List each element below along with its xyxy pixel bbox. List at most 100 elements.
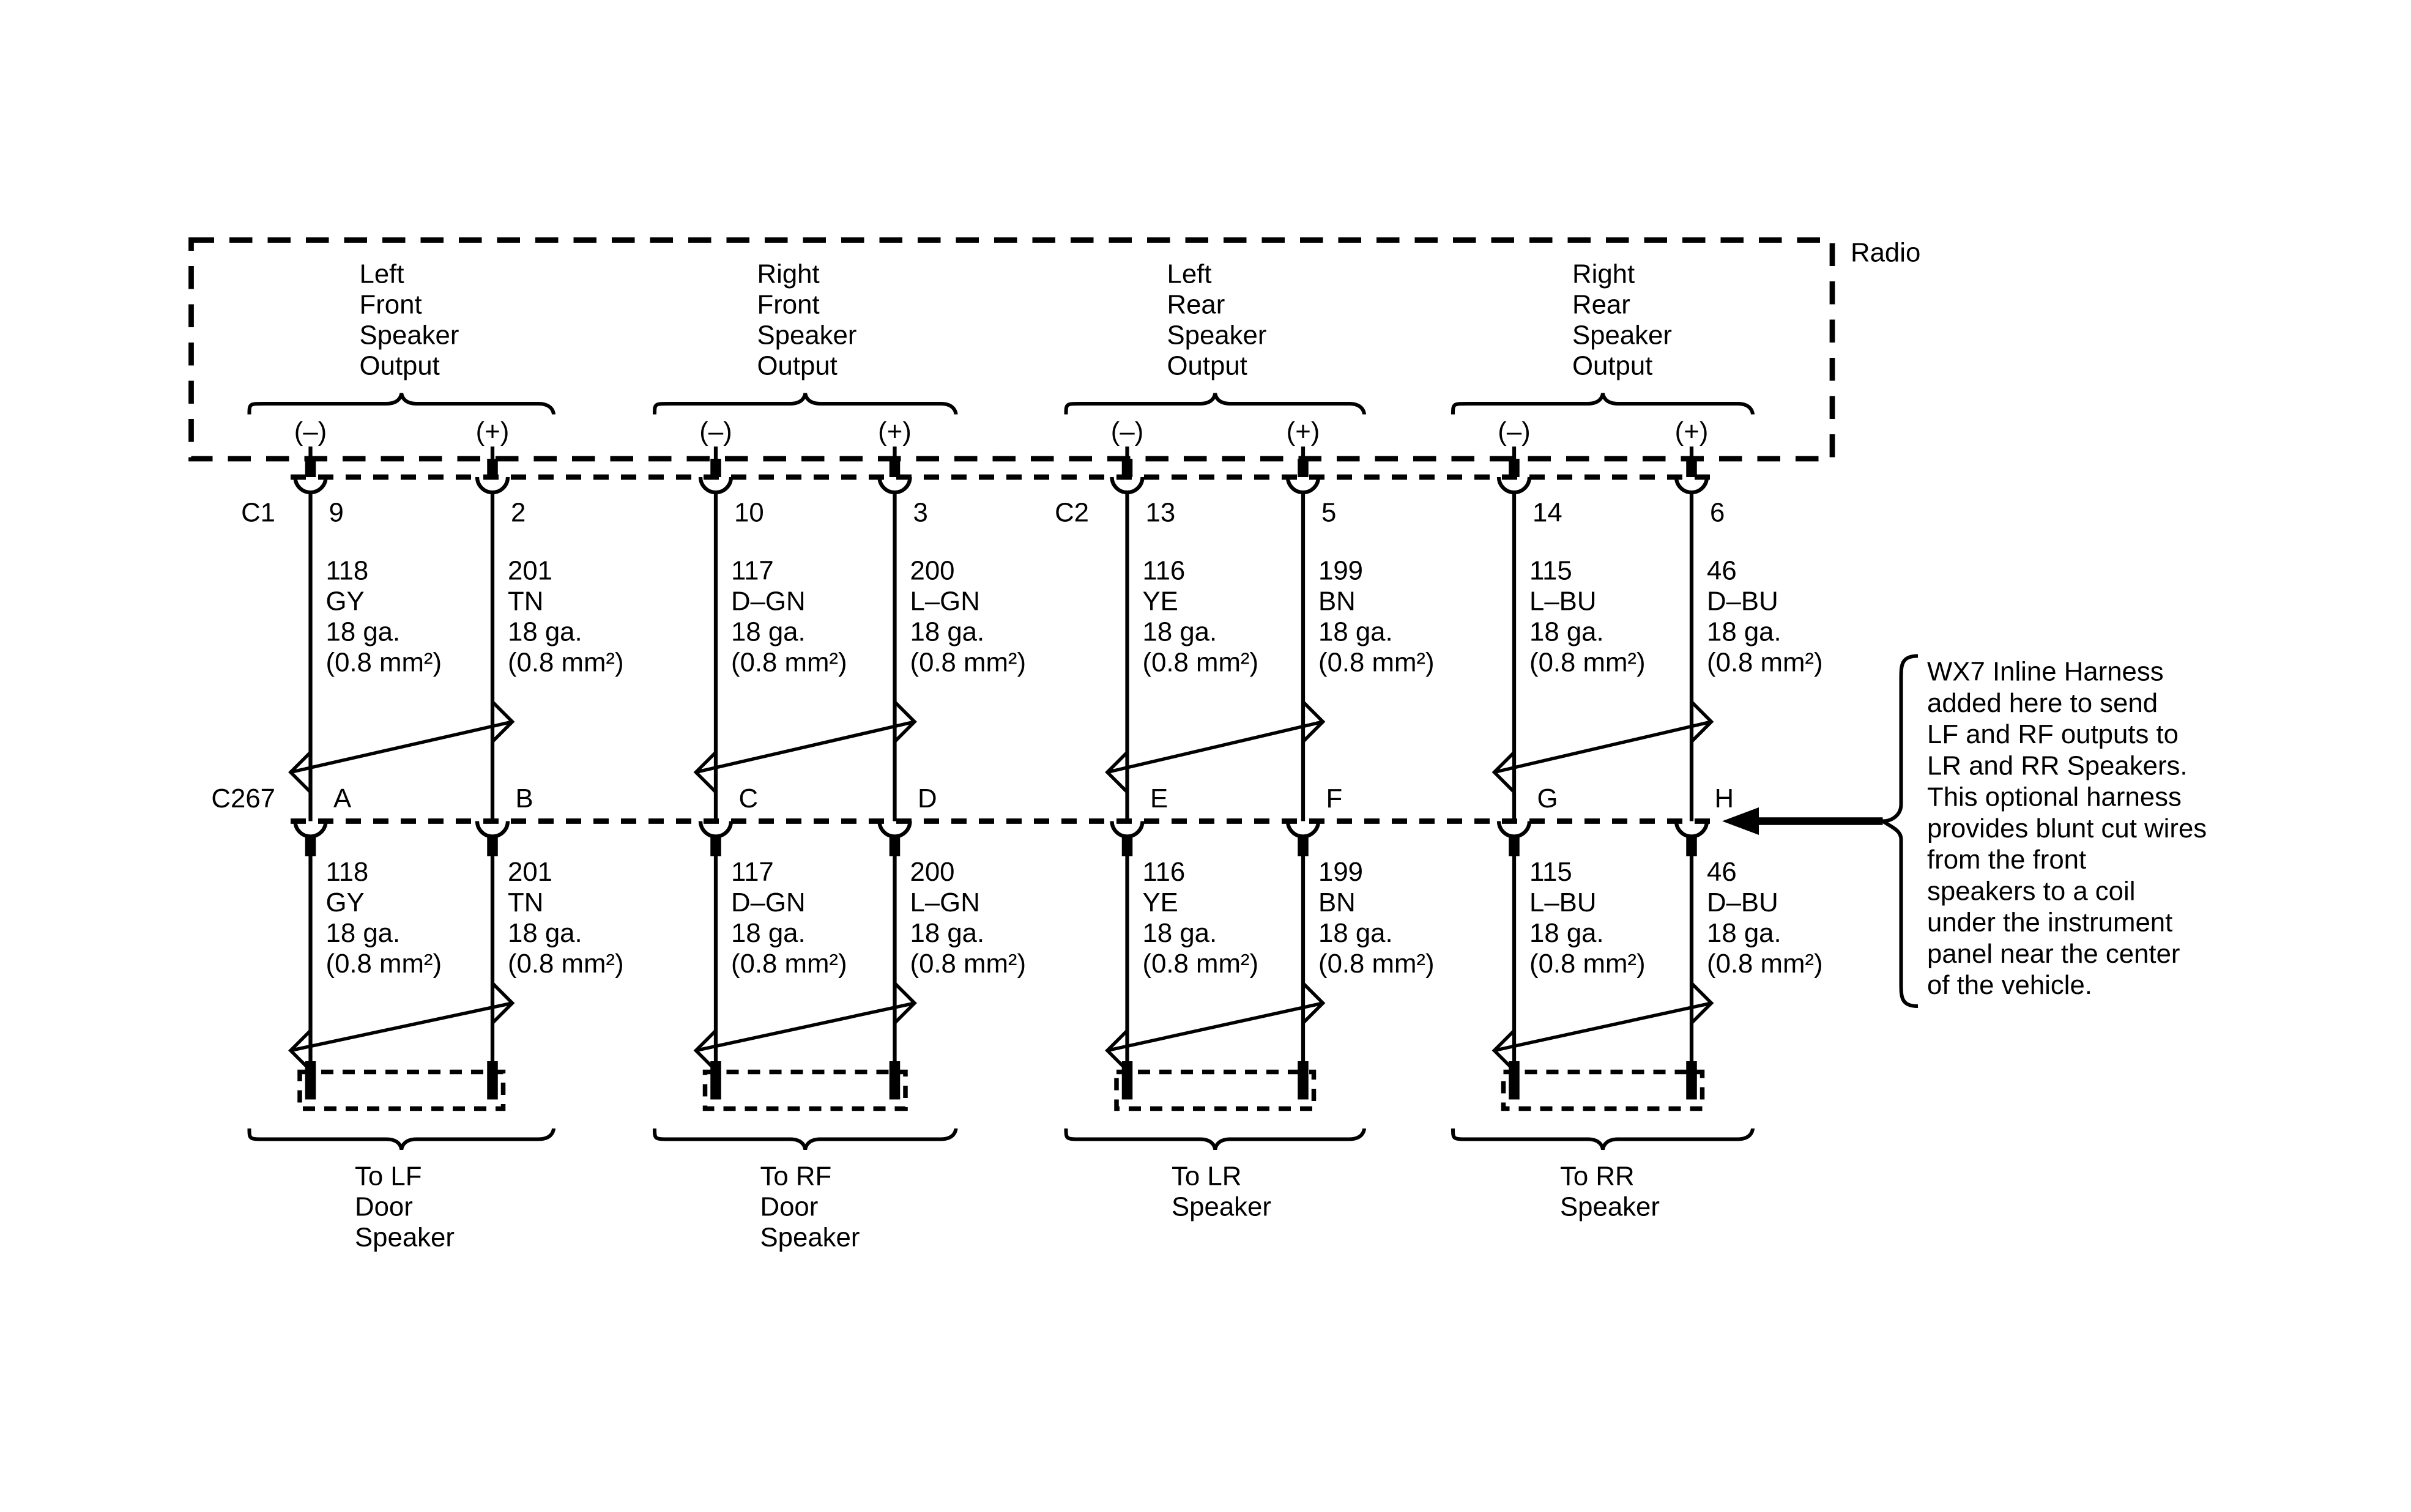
output-line: Left [1167, 259, 1212, 289]
pin-letter: D [918, 784, 937, 813]
output-label: Right Rear Speaker Output [1572, 259, 1679, 381]
pin-letter: C [739, 784, 759, 813]
pin-number: 6 [1710, 498, 1725, 528]
polarity-positive-label: (+) [1675, 417, 1709, 447]
connector-row-c1: C1 C2 9 2 10 3 13 5 14 6 [241, 474, 1725, 528]
output-line: Rear [1167, 290, 1225, 320]
output-label: Left Front Speaker Output [360, 259, 467, 381]
wire-circuit: 46 [1707, 556, 1737, 586]
wire-circuit: 116 [1143, 857, 1186, 887]
wire-gauge: 18 ga. [1318, 918, 1393, 948]
note-line: provides blunt cut wires [1927, 813, 2207, 843]
connector-c1-label: C1 [241, 498, 275, 528]
note-line: of the vehicle. [1927, 970, 2092, 1000]
destination-line: Door [355, 1192, 413, 1222]
speaker-connector-boxes [297, 1069, 1705, 1111]
wire-color: D–GN [731, 587, 806, 617]
c267-terminal-arcs [293, 821, 1709, 839]
destination-braces [247, 1128, 1755, 1151]
wire-size: (0.8 mm²) [731, 949, 847, 979]
wire-circuit: 115 [1529, 556, 1572, 586]
wire-circuit: 115 [1529, 857, 1572, 887]
twisted-pair-icon [288, 982, 1714, 1072]
wire-color: YE [1143, 587, 1178, 617]
wire-size: (0.8 mm²) [326, 949, 442, 979]
wire-gauge: 18 ga. [326, 617, 401, 647]
output-line: Speaker [1572, 321, 1672, 350]
destination-line: To LF [355, 1162, 422, 1191]
note-line: This optional harness [1927, 782, 2182, 812]
note-line: WX7 Inline Harness [1927, 657, 2164, 687]
pin-letter: G [1537, 784, 1558, 813]
pin-number: 2 [511, 498, 526, 528]
wire-gauge: 18 ga. [1529, 918, 1604, 948]
output-group-left-rear: Left Rear Speaker Output (–) (+) [1064, 259, 1366, 447]
pin-number: 5 [1321, 498, 1336, 528]
pin-number: 9 [329, 498, 344, 528]
output-line: Output [1167, 351, 1247, 381]
pin-number: 10 [734, 498, 764, 528]
note-arrowhead-icon [1722, 807, 1759, 835]
note-line: LF and RF outputs to [1927, 719, 2179, 749]
pin-letter: E [1150, 784, 1168, 813]
wire-color: D–BU [1707, 888, 1778, 917]
pin-letter: B [516, 784, 533, 813]
wire-circuit: 201 [508, 857, 552, 887]
polarity-negative-label: (–) [1111, 417, 1143, 447]
radio-outline [188, 237, 1835, 462]
wire-circuit: 199 [1318, 857, 1363, 887]
wire-circuit: 118 [326, 556, 369, 586]
wire-color: GY [326, 888, 365, 917]
polarity-positive-label: (+) [476, 417, 510, 447]
wire-circuit: 200 [910, 857, 955, 887]
output-line: Rear [1572, 290, 1630, 320]
output-group-left-front: Left Front Speaker Output (–) (+) [247, 259, 555, 447]
pin-number: 3 [913, 498, 928, 528]
wire-circuit: 117 [731, 857, 774, 887]
wire-gauge: 18 ga. [1143, 918, 1217, 948]
output-line: Front [757, 290, 820, 320]
radio-label: Radio [1851, 238, 1920, 268]
wire-color: L–GN [910, 888, 980, 917]
output-group-right-rear: Right Rear Speaker Output (–) (+) [1451, 259, 1755, 447]
wire-color: TN [508, 587, 543, 617]
speaker-wires [305, 447, 1697, 1100]
wire-size: (0.8 mm²) [1143, 648, 1259, 678]
note-text: WX7 Inline Harness added here to send LF… [1927, 657, 2214, 1001]
note-brace [1876, 654, 1919, 1009]
wire-size: (0.8 mm²) [508, 949, 624, 979]
pin-number: 14 [1532, 498, 1562, 528]
output-line: Output [360, 351, 440, 381]
connector-row-c267: C267 A B C D E F G H [211, 784, 1734, 839]
output-line: Output [1572, 351, 1652, 381]
note-line: panel near the center [1927, 939, 2180, 969]
wire-color: TN [508, 888, 543, 917]
wire-gauge: 18 ga. [1707, 617, 1781, 647]
wire-size: (0.8 mm²) [1143, 949, 1259, 979]
output-line: Front [360, 290, 422, 320]
polarity-negative-label: (–) [1498, 417, 1530, 447]
destination-line: To RR [1560, 1162, 1635, 1191]
polarity-negative-label: (–) [699, 417, 732, 447]
wire-circuit: 200 [910, 556, 955, 586]
pin-letter: F [1326, 784, 1343, 813]
wire-size: (0.8 mm²) [731, 648, 847, 678]
wire-circuit: 201 [508, 556, 552, 586]
wire-color: L–GN [910, 587, 980, 617]
wire-size: (0.8 mm²) [1318, 648, 1435, 678]
wire-size: (0.8 mm²) [508, 648, 624, 678]
